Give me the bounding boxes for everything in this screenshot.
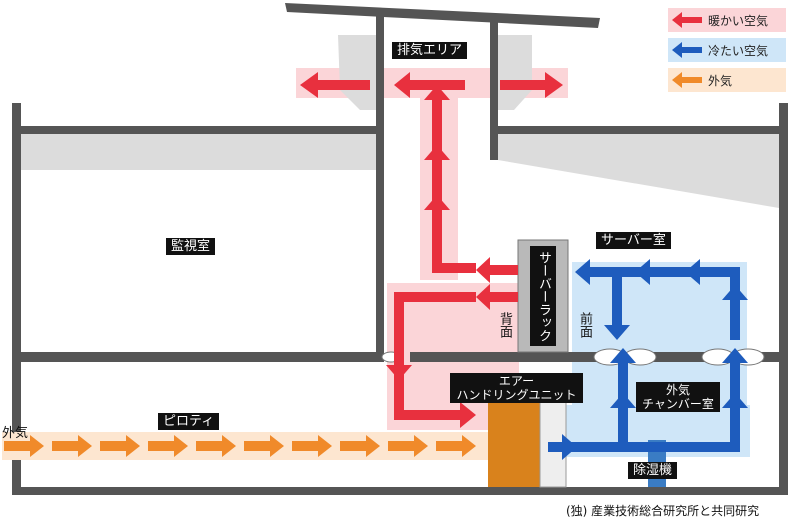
- upper-ceiling-right: [490, 126, 779, 134]
- floor-slab-left: [21, 352, 384, 362]
- outside-air-arrows: [2, 432, 488, 460]
- shaft-wall-right: [490, 100, 498, 160]
- roof-space-left: [21, 134, 376, 170]
- legend-label-cool: 冷たい空気: [708, 43, 769, 58]
- outside-air-arrow-3: [100, 435, 140, 457]
- legend-item-cool: 冷たい空気: [668, 38, 786, 62]
- outside-air-arrow-10: [436, 435, 476, 457]
- server-rack-inner: [530, 246, 556, 346]
- outside-air-arrow-8: [340, 435, 380, 457]
- back-label: 背面: [497, 312, 512, 338]
- outer-wall-right: [779, 103, 788, 495]
- outside-air-label: 外気: [2, 426, 29, 441]
- credit-text: (独) 産業技術総合研究所と共同研究: [566, 504, 760, 518]
- cool-loop-top: [617, 267, 740, 340]
- exhaust-vent-left: [376, 15, 384, 110]
- warm-arrow-rack-bottom: [476, 284, 518, 310]
- warm-arrow-center: [394, 72, 465, 98]
- warm-arrow-right: [500, 72, 563, 98]
- cool-arrow-down-rack: [604, 270, 630, 340]
- outside-air-arrow-2: [52, 435, 92, 457]
- blue-arrow-icon: [672, 42, 702, 58]
- server-room-label: サーバー室: [596, 232, 671, 249]
- shaft-wall-left: [376, 100, 384, 355]
- chamber-label-line1: 外気: [665, 383, 690, 397]
- ahu-label: エアー ハンドリングユニット: [450, 373, 583, 403]
- outside-air-arrow-5: [196, 435, 236, 457]
- server-rack-label: サーバーラック: [536, 250, 551, 342]
- exhaust-area-label: 排気エリア: [392, 42, 468, 59]
- outside-air-arrow-6: [244, 435, 284, 457]
- red-arrow-icon: [672, 12, 702, 28]
- chamber-label-line2: チャンバー室: [642, 397, 714, 411]
- cool-arrow-up-right2: [722, 348, 748, 395]
- piloti-label: ピロティ: [158, 413, 220, 430]
- orange-arrow-icon: [672, 72, 702, 88]
- air-handling-unit: [488, 400, 540, 487]
- ahu-label-line2: ハンドリングユニット: [456, 388, 577, 402]
- cool-arrow-out: [548, 434, 577, 460]
- cool-arrow-left1: [575, 259, 618, 285]
- vent-louver-left: [338, 35, 376, 110]
- outside-air-chamber-label: 外気 チャンバー室: [636, 382, 720, 412]
- legend-item-warm: 暖かい空気: [668, 8, 786, 32]
- outside-air-arrow-9: [388, 435, 428, 457]
- vent-louver-right: [498, 35, 532, 110]
- roof: [285, 3, 600, 28]
- warm-arrow-rack-top: [476, 257, 518, 283]
- upper-ceiling-left: [21, 126, 376, 134]
- dehumidifier-label: 除湿機: [628, 462, 678, 479]
- monitoring-room-label: 監視室: [166, 238, 216, 255]
- exhaust-vent-right: [490, 20, 498, 110]
- cool-arrow-up-mid: [610, 348, 636, 395]
- ground-slab: [12, 487, 788, 495]
- legend-label-outside: 外気: [708, 73, 733, 88]
- legend-label-warm: 暖かい空気: [708, 13, 769, 28]
- outside-air-arrow-1: [4, 435, 44, 457]
- legend-item-outside: 外気: [668, 68, 786, 92]
- outside-air-arrow-4: [148, 435, 188, 457]
- front-label: 前面: [577, 312, 592, 338]
- ahu-label-line1: エアー: [498, 374, 535, 388]
- outer-wall-left: [12, 103, 21, 495]
- roof-space-right: [498, 134, 779, 208]
- warm-return-duct: [394, 292, 476, 420]
- warm-duct-vertical: [432, 95, 476, 273]
- outside-air-arrow-7: [292, 435, 332, 457]
- warm-arrow-left: [300, 72, 370, 98]
